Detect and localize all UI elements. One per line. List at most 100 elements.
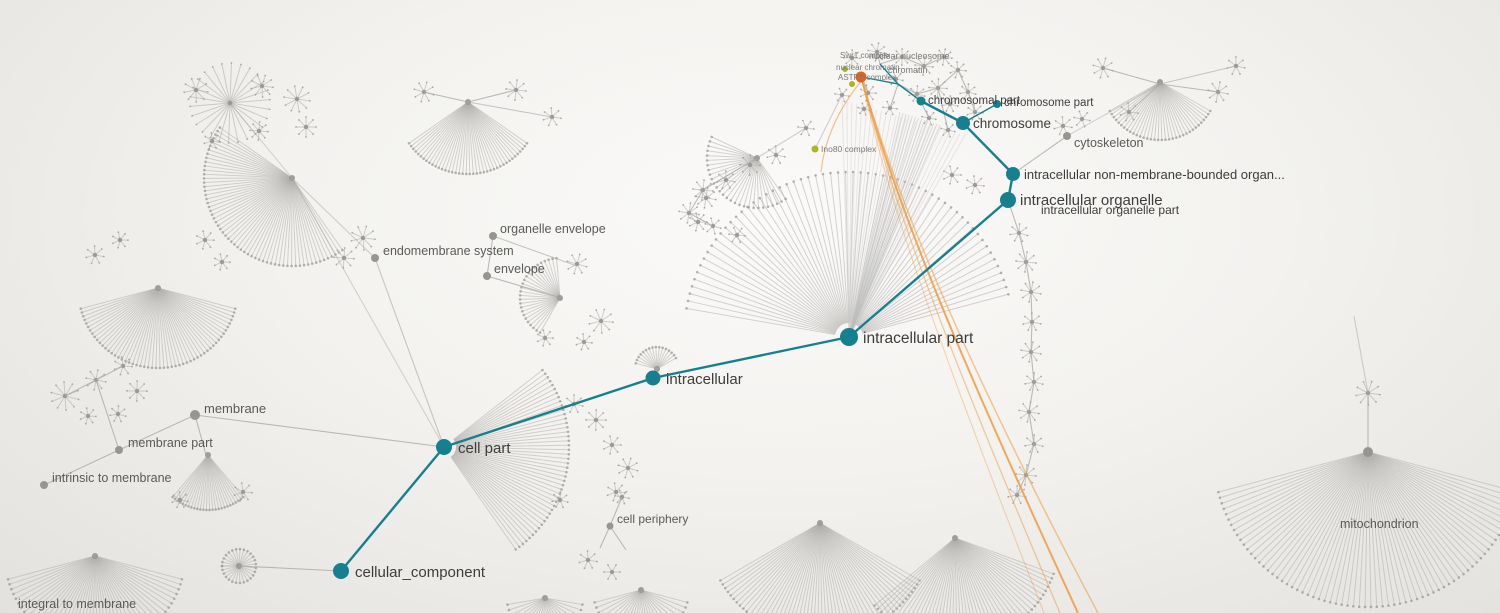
wedge-edge — [848, 134, 966, 338]
node-cell-part[interactable] — [436, 439, 452, 455]
orange-edge[interactable] — [861, 79, 1061, 613]
gray-starburst — [882, 100, 898, 116]
wedge-edge — [848, 112, 904, 338]
orange-edge[interactable] — [861, 79, 1099, 613]
gray-fan — [518, 256, 563, 334]
gray-edge — [291, 177, 445, 448]
gray-edge — [238, 565, 342, 572]
node-highlight-green[interactable] — [811, 145, 819, 153]
gray-edge — [1066, 83, 1161, 137]
fan-hub-node[interactable] — [92, 553, 98, 559]
fan-hub-node[interactable] — [155, 285, 161, 291]
node-highlight-green[interactable] — [842, 66, 848, 72]
fan-hub-node[interactable] — [817, 520, 823, 526]
selected-path-edge[interactable] — [340, 446, 445, 572]
node-intracellular-nmb-organelle[interactable] — [1006, 167, 1020, 181]
nodes[interactable] — [40, 66, 1373, 579]
wedge-edge — [848, 114, 910, 338]
gray-edge — [889, 83, 899, 109]
selected-path-edge-thin[interactable] — [861, 76, 899, 85]
gray-edge — [702, 157, 758, 191]
node-envelope[interactable] — [483, 272, 491, 280]
orange-edge[interactable] — [861, 79, 1045, 613]
gray-starburst — [250, 74, 274, 98]
gray-starburst — [857, 102, 871, 116]
selected-path-edge[interactable] — [443, 376, 654, 449]
gray-edge — [1025, 261, 1032, 293]
node-intracellular-part[interactable] — [840, 328, 858, 346]
node-highlight-orange[interactable] — [855, 71, 867, 83]
orange-edge[interactable] — [820, 79, 863, 173]
selected-path-edge[interactable] — [848, 199, 1009, 338]
node-cell-periphery[interactable] — [606, 522, 614, 530]
node-label-intracellular: intracellular — [666, 371, 743, 388]
fan-hub-node[interactable] — [557, 295, 563, 301]
gray-edge — [923, 56, 945, 67]
gray-fan — [705, 135, 787, 210]
node-label-cell-part: cell part — [458, 440, 511, 457]
gray-edge — [374, 257, 445, 448]
selected-path-edge[interactable] — [652, 335, 850, 380]
gray-fan — [79, 285, 237, 370]
node-label-intracellular-nmb-organelle: intracellular non-membrane-bounded organ… — [1024, 167, 1285, 182]
gray-edge — [492, 235, 578, 267]
node-label-intrinsic-to-membrane: intrinsic to membrane — [52, 471, 172, 485]
node-intrinsic-to-membrane[interactable] — [40, 481, 48, 489]
wedge-edge — [848, 131, 956, 338]
fan-hub-node[interactable] — [542, 595, 548, 601]
wedge-edge — [848, 116, 916, 338]
gray-starburst — [213, 253, 231, 271]
gray-fan — [220, 547, 258, 585]
orange-edge[interactable] — [861, 79, 1079, 613]
node-highlight-green[interactable] — [849, 81, 855, 87]
gray-fan — [719, 520, 921, 613]
gray-edge — [1159, 65, 1237, 85]
node-label-cytoskeleton: cytoskeleton — [1074, 136, 1144, 150]
node-chromosomal-part[interactable] — [916, 96, 926, 106]
gray-starburst — [603, 564, 621, 580]
selected-path-edges[interactable] — [340, 63, 1015, 572]
gray-starburst — [578, 550, 598, 570]
node-endomembrane-system[interactable] — [371, 254, 379, 262]
gray-fan — [506, 595, 584, 613]
gray-starburst — [189, 62, 271, 144]
gray-starburst — [585, 409, 607, 431]
gray-starburst — [536, 329, 554, 347]
gray-edge — [967, 91, 976, 113]
wedge-edge — [848, 129, 946, 338]
wedge-edge — [848, 109, 877, 338]
selected-path-edge[interactable] — [920, 99, 964, 125]
fan-hub-node[interactable] — [952, 535, 958, 541]
gray-starburst — [85, 245, 105, 265]
node-label-organelle-envelope: organelle envelope — [500, 222, 606, 236]
node-chromosome-part[interactable] — [993, 100, 1001, 108]
gray-edge — [1028, 381, 1035, 413]
selected-path-edge-thin[interactable] — [879, 63, 899, 85]
node-intracellular[interactable] — [645, 370, 661, 386]
orange-association-edges[interactable] — [820, 79, 1099, 613]
selected-path-edge[interactable] — [962, 122, 1014, 175]
node-cellular-component[interactable] — [333, 563, 349, 579]
fan-hub-node[interactable] — [638, 587, 644, 593]
fan-hub-node[interactable] — [205, 452, 211, 458]
node-mitochondrion[interactable] — [1363, 447, 1373, 457]
wedge-edge — [848, 112, 887, 338]
node-membrane[interactable] — [190, 410, 200, 420]
gray-edge — [1030, 351, 1035, 383]
selected-path-edge-thin[interactable] — [897, 83, 922, 102]
node-membrane-part[interactable] — [115, 446, 123, 454]
node-cytoskeleton[interactable] — [1063, 132, 1071, 140]
node-organelle-envelope[interactable] — [489, 232, 497, 240]
node-chromosome[interactable] — [956, 116, 970, 130]
wedge-edge — [848, 108, 873, 338]
node-label-membrane: membrane — [204, 401, 266, 416]
gray-edge — [118, 414, 196, 451]
wedge-edge — [848, 119, 926, 338]
node-intracellular-organelle[interactable] — [1000, 192, 1016, 208]
node-label-endomembrane-system: endomembrane system — [383, 244, 514, 258]
wedge-edge — [848, 115, 897, 338]
wedge-edge — [848, 120, 929, 338]
